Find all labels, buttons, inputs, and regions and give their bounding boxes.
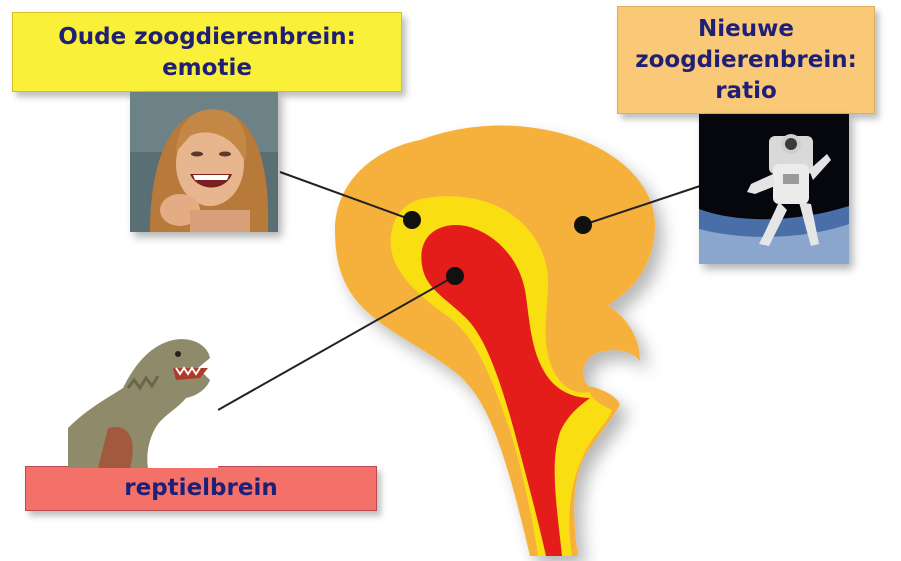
astronaut-in-space-photo [699, 114, 849, 264]
label-new-line3: ratio [618, 76, 874, 107]
label-reptile-text: reptielbrein [26, 467, 376, 510]
dot-new-mammal [574, 216, 592, 234]
dinosaur-photo [68, 328, 218, 468]
laughing-woman-photo [130, 92, 278, 232]
label-new-line1: Nieuwe [618, 14, 874, 45]
dot-reptile [446, 267, 464, 285]
label-new-line2: zoogdierenbrein: [618, 45, 874, 76]
label-reptile-brain: reptielbrein [25, 466, 377, 511]
dot-old-mammal [403, 211, 421, 229]
label-old-line1: Oude zoogdierenbrein: [13, 22, 401, 53]
label-old-mammal-brain: Oude zoogdierenbrein: emotie [12, 12, 402, 92]
label-new-mammal-brain: Nieuwe zoogdierenbrein: ratio [617, 6, 875, 114]
label-old-line2: emotie [13, 53, 401, 84]
